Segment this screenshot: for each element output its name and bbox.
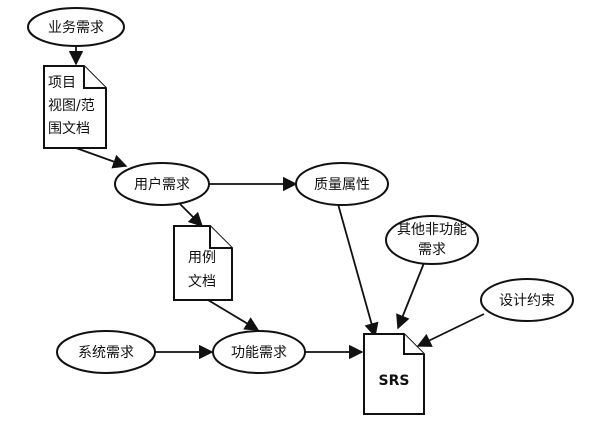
edge-usecase-to-functional <box>207 299 260 331</box>
vision-scope-document-node: 项目 视图/范 围文档 <box>43 65 107 149</box>
other-nonfunctional-ellipse <box>385 215 479 265</box>
use-case-doc-line2: 文档 <box>188 274 216 290</box>
user-requirements-label: 用户需求 <box>134 176 190 193</box>
edge-user-to-usecase <box>179 203 204 228</box>
use-case-document-node: 用例 文档 <box>173 225 233 301</box>
edge-quality-to-srs <box>337 203 379 338</box>
edge-design-to-srs <box>416 313 485 347</box>
user-requirements-ellipse <box>114 162 210 206</box>
edge-nonfunctional-to-srs <box>396 262 425 330</box>
quality-attributes-node: 质量属性 <box>295 162 389 206</box>
design-constraints-node: 设计约束 <box>480 278 574 322</box>
use-case-document-fold <box>209 226 232 249</box>
edges <box>68 46 485 360</box>
other-nonfunctional-node: 其他非功能 需求 <box>385 215 479 265</box>
quality-attributes-label: 质量属性 <box>314 177 370 193</box>
functional-requirements-ellipse <box>212 330 306 374</box>
system-requirements-node: 系统需求 <box>56 330 156 374</box>
other-nonfunctional-line1: 其他非功能 <box>397 222 467 238</box>
business-requirements-label: 业务需求 <box>48 20 104 36</box>
design-constraints-label: 设计约束 <box>499 293 555 309</box>
srs-label: SRS <box>379 373 410 389</box>
other-nonfunctional-line2: 需求 <box>418 242 446 258</box>
vision-doc-line3: 围文档 <box>48 121 90 137</box>
srs-document-node: SRS <box>363 333 425 415</box>
srs-document-fold <box>403 334 424 355</box>
edge-vision-to-user <box>75 147 128 169</box>
design-constraints-ellipse <box>480 278 574 322</box>
functional-requirements-label: 功能需求 <box>231 345 287 361</box>
use-case-doc-line1: 用例 <box>188 250 216 266</box>
business-requirements-node: 业务需求 <box>27 7 125 47</box>
quality-attributes-ellipse <box>295 162 389 206</box>
vision-doc-line1: 项目 <box>48 75 76 91</box>
functional-requirements-node: 功能需求 <box>212 330 306 374</box>
vision-doc-line2: 视图/范 <box>48 97 95 114</box>
system-requirements-ellipse <box>56 330 156 374</box>
business-requirements-ellipse <box>27 7 125 47</box>
user-requirements-node: 用户需求 <box>114 162 210 206</box>
vision-scope-document-fold <box>83 66 106 89</box>
system-requirements-label: 系统需求 <box>78 345 134 361</box>
